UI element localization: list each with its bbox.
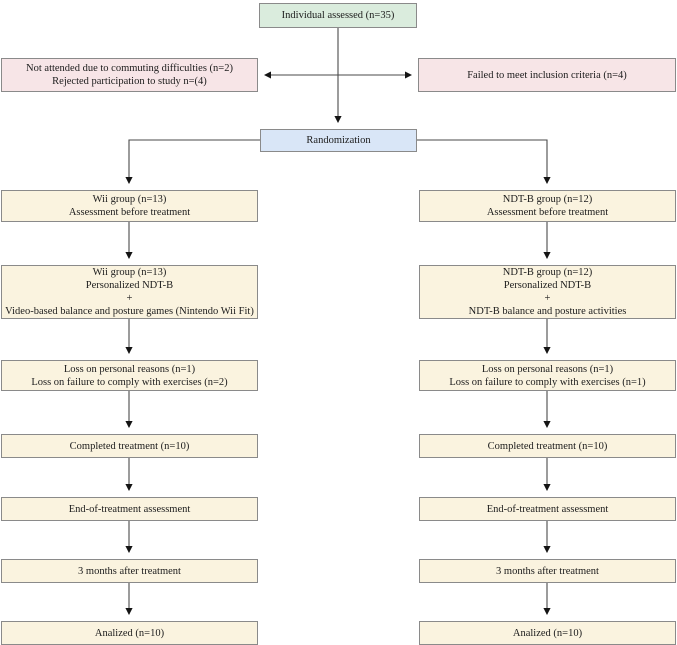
box-text-line: Wii group (n=13) (92, 267, 167, 278)
box-failed-inclusion: Failed to meet inclusion criteria (n=4) (418, 58, 676, 92)
box-text-line: NDT-B group (n=12) (502, 267, 593, 278)
box-text-line: 3 months after treatment (78, 565, 181, 577)
box-text-line: Individual assessed (n=35) (281, 10, 395, 21)
box-not-attended-rejected: Not attended due to commuting difficulti… (1, 58, 258, 92)
box-text-line: End-of-treatment assessment (68, 503, 191, 515)
box-individual-assessed: Individual assessed (n=35) (259, 3, 417, 28)
box-text-line: Loss on personal reasons (n=1) (481, 363, 614, 375)
box-text-line: Video-based balance and posture games (N… (5, 306, 254, 317)
box-wii-losses: Loss on personal reasons (n=1) Loss on f… (1, 360, 258, 391)
box-text-line: Assessment before treatment (486, 207, 609, 218)
box-wii-intervention: Wii group (n=13) Personalized NDT-B + Vi… (1, 265, 258, 319)
box-ndtb-assessment-before: NDT-B group (n=12) Assessment before tre… (419, 190, 676, 222)
box-text-line: Analized (n=10) (512, 627, 583, 639)
box-wii-completed: Completed treatment (n=10) (1, 434, 258, 458)
box-ndtb-3-months: 3 months after treatment (419, 559, 676, 583)
box-ndtb-intervention: NDT-B group (n=12) Personalized NDT-B + … (419, 265, 676, 319)
connector-randomization-to-ndtb (417, 139, 551, 185)
box-text-line: Personalized NDT-B (503, 280, 592, 291)
box-text-line: Completed treatment (n=10) (487, 440, 608, 452)
box-randomization: Randomization (260, 129, 417, 152)
box-wii-assessment-before: Wii group (n=13) Assessment before treat… (1, 190, 258, 222)
box-text-line: Rejected participation to study n=(4) (52, 76, 207, 87)
box-ndtb-losses: Loss on personal reasons (n=1) Loss on f… (419, 360, 676, 391)
box-text-line: + (544, 293, 551, 304)
box-text-line: Loss on failure to comply with exercises… (31, 376, 228, 388)
box-text-line: Wii group (n=13) (92, 194, 167, 205)
box-text-line: Not attended due to commuting difficulti… (26, 63, 233, 74)
box-text-line: 3 months after treatment (496, 565, 599, 577)
box-text-line: Randomization (306, 135, 371, 146)
box-wii-end-of-treatment: End-of-treatment assessment (1, 497, 258, 521)
box-text-line: NDT-B balance and posture activities (468, 306, 627, 317)
box-text-line: Assessment before treatment (68, 207, 191, 218)
box-text-line: Analized (n=10) (94, 627, 165, 639)
box-wii-analyzed: Analized (n=10) (1, 621, 258, 645)
box-text-line: NDT-B group (n=12) (502, 194, 593, 205)
box-text-line: Loss on personal reasons (n=1) (63, 363, 196, 375)
box-ndtb-completed: Completed treatment (n=10) (419, 434, 676, 458)
box-ndtb-end-of-treatment: End-of-treatment assessment (419, 497, 676, 521)
box-ndtb-analyzed: Analized (n=10) (419, 621, 676, 645)
box-text-line: Completed treatment (n=10) (69, 440, 190, 452)
box-text-line: Personalized NDT-B (85, 280, 174, 291)
box-wii-3-months: 3 months after treatment (1, 559, 258, 583)
box-text-line: End-of-treatment assessment (486, 503, 609, 515)
box-text-line: + (126, 293, 133, 304)
connector-randomization-to-wii (125, 139, 260, 185)
box-text-line: Failed to meet inclusion criteria (n=4) (467, 69, 627, 81)
box-text-line: Loss on failure to comply with exercises… (449, 376, 646, 388)
